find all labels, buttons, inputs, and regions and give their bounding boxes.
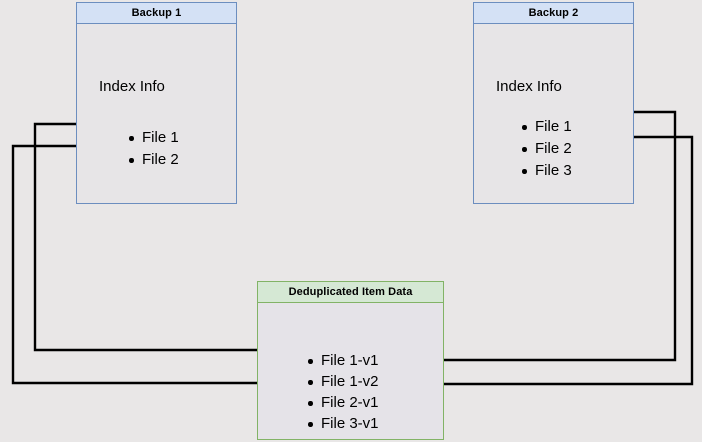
node-backup-1-body: Index Info File 1 File 2 (77, 24, 236, 203)
backup-2-index-info-label: Index Info (496, 78, 562, 95)
list-item[interactable]: File 1 (520, 116, 572, 138)
node-backup-2-header: Backup 2 (474, 3, 633, 24)
list-item[interactable]: File 2 (127, 149, 179, 171)
list-item[interactable]: File 2 (520, 138, 572, 160)
node-backup-1-header: Backup 1 (77, 3, 236, 24)
list-item[interactable]: File 1-v1 (306, 350, 379, 371)
backup-1-file-list: File 1 File 2 (127, 127, 179, 171)
node-dedup-header: Deduplicated Item Data (258, 282, 443, 303)
list-item[interactable]: File 3-v1 (306, 413, 379, 434)
list-item[interactable]: File 1-v2 (306, 371, 379, 392)
list-item[interactable]: File 1 (127, 127, 179, 149)
backup-2-file-list: File 1 File 2 File 3 (520, 116, 572, 182)
dedup-item-list: File 1-v1 File 1-v2 File 2-v1 File 3-v1 (306, 350, 379, 434)
list-item[interactable]: File 2-v1 (306, 392, 379, 413)
node-backup-2-body: Index Info File 1 File 2 File 3 (474, 24, 633, 203)
backup-1-index-info-label: Index Info (99, 78, 165, 95)
node-dedup-body: File 1-v1 File 1-v2 File 2-v1 File 3-v1 (258, 303, 443, 439)
node-backup-1[interactable]: Backup 1 Index Info File 1 File 2 (76, 2, 237, 204)
node-backup-2[interactable]: Backup 2 Index Info File 1 File 2 File 3 (473, 2, 634, 204)
list-item[interactable]: File 3 (520, 160, 572, 182)
node-deduplicated-item-data[interactable]: Deduplicated Item Data File 1-v1 File 1-… (257, 281, 444, 440)
